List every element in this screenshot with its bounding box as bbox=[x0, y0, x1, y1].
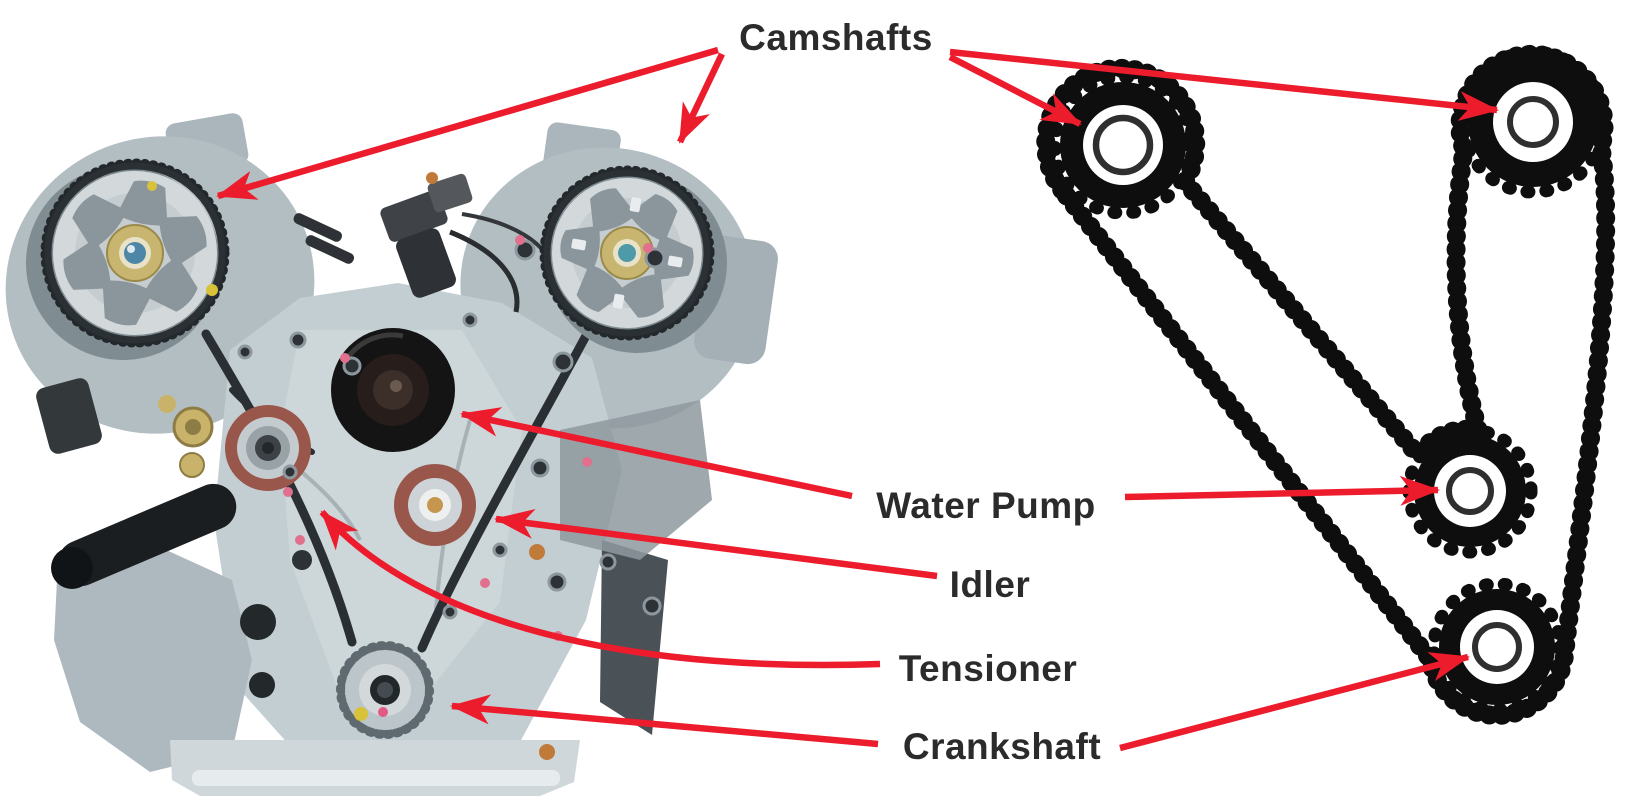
arrow-crankshaft-schematic bbox=[1119, 652, 1470, 752]
left-camshaft-pulley bbox=[26, 158, 230, 360]
arrow-crankshaft-photo bbox=[450, 694, 879, 748]
left-camshaft-sprocket bbox=[1048, 70, 1198, 220]
arrow-waterpump-schematic bbox=[1124, 475, 1440, 506]
leader-arrows bbox=[216, 46, 1499, 752]
timing-schematic bbox=[1036, 44, 1616, 725]
right-camshaft-sprocket bbox=[1456, 45, 1610, 199]
water-pump-pulley bbox=[331, 328, 455, 452]
crankshaft-sprocket-schematic bbox=[1427, 577, 1567, 717]
right-camshaft-pulley bbox=[539, 165, 727, 353]
engine-photo bbox=[5, 113, 778, 796]
crankshaft-sprocket-photo bbox=[336, 641, 434, 739]
label-tensioner: Tensioner bbox=[899, 648, 1078, 689]
label-water-pump: Water Pump bbox=[876, 485, 1095, 526]
arrow-camshaft-left-photo bbox=[216, 46, 719, 200]
arrow-tensioner-photo bbox=[319, 509, 881, 669]
bolt-dots bbox=[147, 172, 666, 760]
labels: Camshafts Water Pump Idler Tensioner Cra… bbox=[739, 17, 1101, 767]
arrow-camshaft-right-schematic bbox=[949, 48, 1499, 121]
arrow-camshaft-left-schematic bbox=[948, 54, 1082, 127]
label-idler: Idler bbox=[950, 564, 1031, 605]
label-crankshaft: Crankshaft bbox=[903, 726, 1101, 767]
arrow-idler-photo bbox=[494, 508, 938, 580]
arrow-camshaft-right-photo bbox=[677, 52, 725, 144]
gold-bolts bbox=[158, 395, 214, 478]
hose bbox=[36, 378, 237, 589]
label-camshafts: Camshafts bbox=[739, 17, 933, 58]
arrow-waterpump-photo bbox=[460, 407, 853, 500]
wiring-connector bbox=[380, 173, 558, 313]
tensioner-pulley bbox=[225, 405, 311, 491]
idler-pulley bbox=[394, 464, 476, 546]
